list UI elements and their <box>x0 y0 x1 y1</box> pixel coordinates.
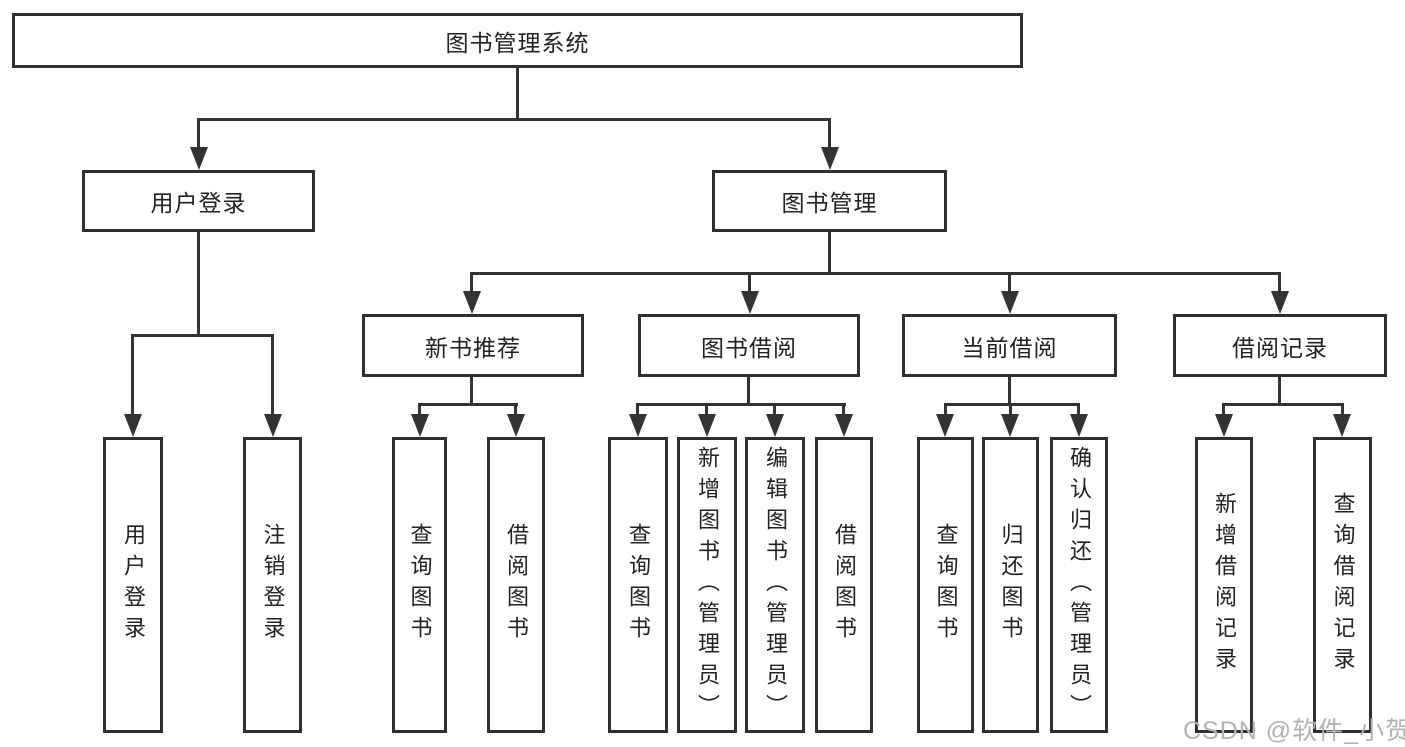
leaf-logout-label: 注销登录 <box>260 523 286 647</box>
leaf-confirm-return-admin: 确认归还（管理员） <box>1050 437 1108 733</box>
connector-line <box>636 403 639 417</box>
connector-line <box>944 403 1080 406</box>
node-new-book-recommend-label: 新书推荐 <box>425 334 521 361</box>
arrowhead-down-icon <box>629 414 647 437</box>
leaf-return-books: 归还图书 <box>982 437 1039 733</box>
connector-line <box>748 272 751 294</box>
leaf-borrow-books-recommend: 借阅图书 <box>487 437 545 733</box>
arrowhead-down-icon <box>766 414 784 437</box>
arrowhead-down-icon <box>264 414 282 437</box>
leaf-borrow-books-label: 借阅图书 <box>832 523 857 647</box>
arrowhead-down-icon <box>463 291 481 314</box>
node-borrowing-records-label: 借阅记录 <box>1232 334 1328 361</box>
arrowhead-down-icon <box>821 147 839 170</box>
arrowhead-down-icon <box>507 414 525 437</box>
arrowhead-down-icon <box>741 291 759 314</box>
arrowhead-down-icon <box>411 414 429 437</box>
leaf-query-books-recommend: 查询图书 <box>392 437 447 733</box>
connector-line <box>944 403 947 417</box>
node-current-borrowing: 当前借阅 <box>902 314 1117 377</box>
connector-line <box>197 118 200 150</box>
connector-line <box>197 230 200 336</box>
leaf-add-borrow-record-label: 新增借阅记录 <box>1212 492 1237 678</box>
node-book-management-label: 图书管理 <box>781 190 878 216</box>
arrowhead-down-icon <box>698 414 716 437</box>
leaf-user-login-label: 用户登录 <box>121 523 146 647</box>
connector-line <box>1222 403 1344 406</box>
connector-line <box>131 334 134 418</box>
leaf-query-borrow-record: 查询借阅记录 <box>1313 437 1372 733</box>
connector-line <box>470 272 1281 275</box>
node-book-management: 图书管理 <box>712 170 947 232</box>
leaf-edit-book-admin: 编辑图书（管理员） <box>745 437 805 733</box>
leaf-add-borrow-record: 新增借阅记录 <box>1195 437 1253 733</box>
node-new-book-recommend: 新书推荐 <box>362 314 584 377</box>
connector-line <box>1278 375 1281 405</box>
arrowhead-down-icon <box>1215 414 1233 437</box>
arrowhead-down-icon <box>936 414 954 437</box>
leaf-query-books-current-label: 查询图书 <box>933 523 959 647</box>
leaf-borrow-books-recommend-label: 借阅图书 <box>504 523 529 647</box>
leaf-query-books-current: 查询图书 <box>917 437 974 733</box>
node-book-borrowing: 图书借阅 <box>638 314 860 377</box>
connector-line <box>1077 403 1080 417</box>
leaf-query-borrow-record-label: 查询借阅记录 <box>1330 492 1356 678</box>
arrowhead-down-icon <box>1271 291 1289 314</box>
arrowhead-down-icon <box>1070 414 1088 437</box>
leaf-add-book-admin-label: 新增图书（管理员） <box>695 445 720 725</box>
connector-line <box>828 230 831 274</box>
connector-line <box>470 375 473 405</box>
connector-line <box>418 403 518 406</box>
arrowhead-down-icon <box>1001 291 1019 314</box>
leaf-query-books-recommend-label: 查询图书 <box>407 523 433 647</box>
connector-line <box>1009 403 1012 417</box>
connector-line <box>197 118 831 121</box>
node-user-login-label: 用户登录 <box>150 190 247 216</box>
leaf-confirm-return-admin-label: 确认归还（管理员） <box>1067 445 1092 725</box>
leaf-borrow-books: 借阅图书 <box>815 437 873 733</box>
arrowhead-down-icon <box>124 414 142 437</box>
connector-line <box>131 334 274 337</box>
leaf-edit-book-admin-label: 编辑图书（管理员） <box>763 445 788 725</box>
leaf-return-books-label: 归还图书 <box>998 523 1024 647</box>
connector-line <box>705 403 708 417</box>
connector-line <box>271 334 274 418</box>
arrowhead-down-icon <box>835 414 853 437</box>
connector-line <box>470 272 473 294</box>
node-root: 图书管理系统 <box>12 13 1023 68</box>
leaf-user-login: 用户登录 <box>103 437 163 733</box>
node-current-borrowing-label: 当前借阅 <box>961 334 1058 361</box>
connector-line <box>842 403 845 417</box>
connector-line <box>747 375 750 405</box>
connector-line <box>516 66 519 120</box>
connector-line <box>1341 403 1344 417</box>
watermark: CSDN @软件_小贺同学 <box>1183 717 1405 745</box>
connector-line <box>1008 375 1011 405</box>
leaf-add-book-admin: 新增图书（管理员） <box>677 437 737 733</box>
connector-line <box>514 403 517 417</box>
connector-line <box>1222 403 1225 417</box>
node-user-login: 用户登录 <box>82 170 315 232</box>
node-book-borrowing-label: 图书借阅 <box>701 334 797 361</box>
connector-line <box>828 118 831 150</box>
leaf-query-books-borrow-label: 查询图书 <box>626 523 651 647</box>
leaf-logout: 注销登录 <box>243 437 302 733</box>
connector-line <box>1278 272 1281 294</box>
arrowhead-down-icon <box>1001 414 1019 437</box>
connector-line <box>1008 272 1011 294</box>
node-root-label: 图书管理系统 <box>445 29 590 56</box>
node-borrowing-records: 借阅记录 <box>1173 314 1387 377</box>
connector-line <box>773 403 776 417</box>
connector-line <box>636 403 846 406</box>
connector-line <box>418 403 421 417</box>
leaf-query-books-borrow: 查询图书 <box>608 437 668 733</box>
arrowhead-down-icon <box>1333 414 1351 437</box>
arrowhead-down-icon <box>190 147 208 170</box>
